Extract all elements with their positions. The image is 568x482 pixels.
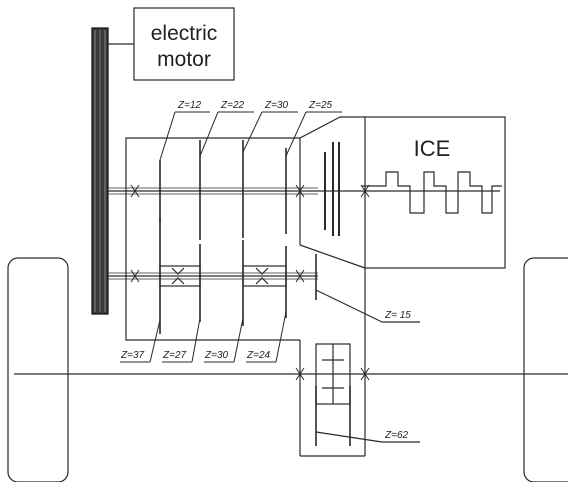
- gear-label-z25: Z=25: [308, 100, 333, 111]
- gear-label-z22: Z=22: [220, 100, 245, 111]
- leader-z62: [315, 431, 383, 443]
- bearings: [130, 184, 370, 381]
- gear-label-z37: Z=37: [120, 350, 145, 361]
- belt-drive: [91, 27, 109, 315]
- gear-label-z27: Z=27: [162, 350, 187, 361]
- ice-label: ICE: [414, 136, 451, 161]
- synchronizers: [159, 265, 287, 287]
- gear-label-z30-top: Z=30: [264, 100, 289, 111]
- differential: [315, 343, 351, 405]
- top-leaders: [159, 111, 342, 161]
- left-wheel: [7, 257, 69, 482]
- right-wheel: [523, 257, 568, 482]
- gear-label-z62: Z=62: [384, 430, 409, 441]
- gear-label-z24: Z=24: [246, 350, 271, 361]
- leader-z15: [315, 289, 383, 323]
- gear-label-z15: Z= 15: [384, 310, 411, 321]
- gear-label-z30-bottom: Z=30: [204, 350, 229, 361]
- motor-label-line1: electric: [151, 22, 218, 45]
- ice-box: [364, 116, 506, 269]
- clutch: [324, 142, 340, 236]
- gears: [159, 140, 351, 446]
- bottom-leaders: [120, 311, 287, 363]
- ice-crankshaft: [362, 171, 502, 214]
- gear-label-z12: Z=12: [177, 100, 202, 111]
- motor-label-line2: motor: [157, 48, 211, 71]
